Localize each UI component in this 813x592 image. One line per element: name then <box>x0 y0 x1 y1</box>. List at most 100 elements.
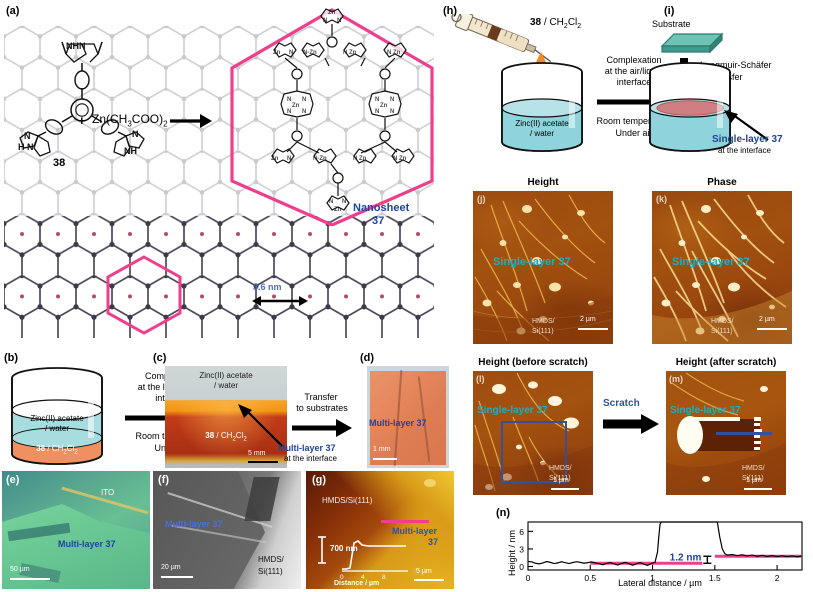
panel-c-scalebar <box>248 461 278 463</box>
nanosheet-hexagon-outline <box>230 8 434 226</box>
svg-text:N: N <box>287 97 291 103</box>
panel-f-substrate-2: Si(111) <box>258 567 283 576</box>
dimension-double-arrow <box>252 296 308 306</box>
panel-i-substrate-label: Substrate <box>652 19 691 29</box>
svg-text:Zn: Zn <box>292 103 300 109</box>
chart-ytick-label: 0 <box>519 562 524 572</box>
panel-g-inset-xlabel: Distance / µm <box>334 580 380 587</box>
panel-d-photo <box>367 366 449 468</box>
panel-e-photo <box>2 471 150 589</box>
svg-text:N-Zn: N-Zn <box>303 50 317 56</box>
reagent-zinc-acetate: Zn(CH3COO)2 <box>92 112 168 129</box>
plus-sign: + <box>78 113 86 128</box>
panel-k-overlay-label: Single-layer 37 <box>672 256 750 268</box>
panel-g-scalebar-label: 5 µm <box>416 568 432 575</box>
svg-text:Zn: Zn <box>271 156 279 162</box>
arrow-lm <box>603 414 659 434</box>
chart-ylabel-wrap: Height / nm <box>497 520 517 576</box>
panel-k-afm-image <box>652 191 792 344</box>
panel-b-bottom-liquid-label: 38 / CH2Cl2 <box>36 444 78 456</box>
panel-l-roi-box <box>501 421 567 483</box>
unit-cell-hexagon <box>106 255 182 335</box>
panel-m-profile-line <box>716 432 772 435</box>
svg-text:N: N <box>329 199 333 205</box>
panel-j-substrate-1: HMDS/ <box>532 318 555 325</box>
panel-l-substrate-1: HMDS/ <box>549 465 572 472</box>
panel-c-callout-1: Multi-layer 37 <box>278 443 336 453</box>
step-height-annotation: 1.2 nm <box>670 552 702 563</box>
panel-a-label: (a) <box>6 5 20 17</box>
panel-c-scalebar-label: 5 mm <box>248 450 266 457</box>
svg-text:N: N <box>287 109 291 115</box>
panel-g-substrate-label: HMDS/Si(111) <box>322 496 373 505</box>
panel-j-overlay-label: Single-layer 37 <box>493 256 571 268</box>
panel-g-scalebar <box>414 579 444 581</box>
panel-l-scalebar <box>551 488 579 490</box>
panel-m-label: (m) <box>669 374 683 384</box>
panel-n-label: (n) <box>496 507 511 519</box>
panel-j-scalebar <box>578 328 608 330</box>
panel-j-label: (j) <box>477 194 486 204</box>
panel-i-beaker <box>649 62 731 152</box>
svg-text:N: N <box>302 109 306 115</box>
panel-l-label: (l) <box>476 374 485 384</box>
svg-text:4: 4 <box>361 574 365 581</box>
atom-label-HN-left: H N <box>18 142 34 152</box>
svg-text:N Zn: N Zn <box>343 50 357 56</box>
svg-text:N: N <box>375 97 379 103</box>
monomer-38-label: 38 <box>53 157 66 169</box>
atom-label-N-left: N <box>24 131 31 141</box>
panel-c-top-label-1: Zinc(II) acetate <box>199 371 253 380</box>
panel-g-height-label: 700 nm <box>330 544 358 553</box>
panel-l-overlay-label: Single-layer 37 <box>477 405 548 416</box>
panel-d-scalebar-label: 1 mm <box>373 446 391 453</box>
panel-e-label: (e) <box>6 474 20 486</box>
panel-k-substrate-2: Si(111) <box>711 328 733 335</box>
chart-ylabel: Height / nm <box>507 529 517 576</box>
panel-d-overlay-label: Multi-layer 37 <box>369 418 427 428</box>
panel-j-scalebar-label: 2 µm <box>580 316 596 323</box>
svg-text:Zn: Zn <box>334 207 342 213</box>
chart-xtick-label: 0.5 <box>584 573 596 583</box>
chart-xlabel: Lateral distance / µm <box>618 578 702 588</box>
panel-k-scalebar-label: 2 µm <box>759 316 775 323</box>
svg-text:N: N <box>323 18 327 24</box>
panel-c-callout-arrow <box>238 404 283 447</box>
chart-xtick-label: 1.5 <box>709 573 721 583</box>
panel-k-scalebar <box>757 328 787 330</box>
panel-e-overlay-label: Multi-layer 37 <box>58 539 116 549</box>
panel-i-callout-2: at the interface <box>718 146 771 155</box>
svg-text:N: N <box>287 156 291 162</box>
panel-m-scalebar <box>744 488 772 490</box>
panel-g-label: (g) <box>312 474 327 486</box>
svg-text:Zn: Zn <box>380 103 388 109</box>
panel-m-title: Height (after scratch) <box>675 357 777 368</box>
arrow-cd <box>292 419 352 437</box>
panel-l-title: Height (before scratch) <box>478 357 588 368</box>
panel-b-top-liquid-label-1: Zinc(II) acetate <box>30 414 84 423</box>
nanosheet-label-line1: Nanosheet <box>353 202 410 214</box>
svg-text:Zn: Zn <box>328 10 336 16</box>
svg-text:N Zn: N Zn <box>353 156 367 162</box>
svg-text:N Zn: N Zn <box>393 156 407 162</box>
panel-e-scalebar <box>10 578 50 580</box>
panel-i-transfer-label-1: Langmuir-Schäfer <box>700 60 772 70</box>
panel-c-bottom-label: 38 / CH2Cl2 <box>205 431 247 443</box>
svg-text:0: 0 <box>340 574 344 581</box>
arrow-hi-caption-4: Room temperature <box>596 116 672 126</box>
panel-j-substrate-2: Si(111) <box>532 328 554 335</box>
panel-f-label: (f) <box>158 474 169 486</box>
atom-label-N-right: N <box>132 129 139 139</box>
panel-j-title: Height <box>527 177 559 188</box>
svg-text:N: N <box>375 109 379 115</box>
panel-b-label: (b) <box>4 352 19 364</box>
panel-l-substrate-2: Si(111) <box>549 475 571 482</box>
arrow-cd-caption-2: to substrates <box>296 403 348 413</box>
panel-h-label: (h) <box>443 5 458 17</box>
panel-f-scalebar-label: 20 µm <box>161 564 181 571</box>
panel-c-callout-2: at the interface <box>284 454 337 463</box>
panel-f-substrate-1: HMDS/ <box>258 555 284 564</box>
panel-l-scalebar-label: 1 µm <box>553 477 569 484</box>
